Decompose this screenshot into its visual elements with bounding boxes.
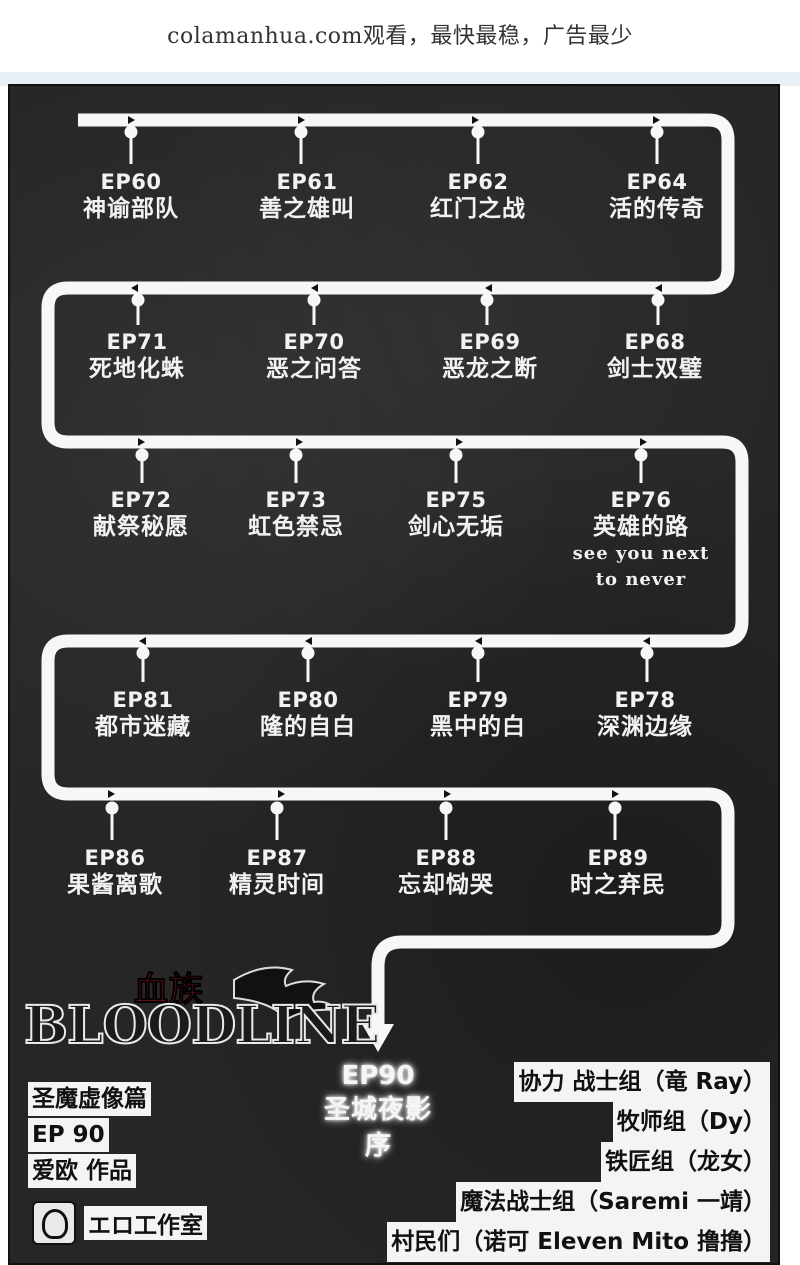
- episode-ep78: EP78 深渊边缘: [597, 688, 693, 741]
- episode-ep81: EP81 都市迷藏: [95, 688, 191, 741]
- site-banner: colamanhua.com观看，最快最稳，广告最少: [0, 0, 800, 72]
- episode-number: EP79: [447, 688, 509, 712]
- episode-number: EP87: [246, 846, 308, 870]
- episode-title: 忘却恸哭: [398, 871, 494, 898]
- end-arrow: [362, 1024, 394, 1052]
- logo-english-text: BLOODLINE: [23, 995, 381, 1057]
- pins: [105, 125, 665, 840]
- episode-number: EP68: [624, 330, 686, 354]
- episode-number: EP81: [112, 688, 174, 712]
- bloodline-logo: 血族 BLOODLINE: [23, 962, 381, 1066]
- episode-title: 虹色禁忌: [248, 513, 344, 540]
- episode-number: EP75: [425, 488, 487, 512]
- episode-ep64: EP64 活的传奇: [609, 170, 705, 223]
- episode-number: EP62: [447, 170, 509, 194]
- episode-number: EP86: [84, 846, 146, 870]
- episode-title: 恶龙之断: [442, 355, 538, 382]
- episode-number: EP70: [283, 330, 345, 354]
- episode-number: EP89: [587, 846, 649, 870]
- credit-line: 牧师组（Dy）: [612, 1102, 770, 1142]
- episode-number: EP73: [265, 488, 327, 512]
- episode-ep61: EP61 善之雄叫: [259, 170, 355, 223]
- episode-title: 献祭秘愿: [93, 513, 189, 540]
- episode-ep79: EP79 黑中的白: [430, 688, 526, 741]
- episode-title: 圣城夜影: [323, 1095, 433, 1125]
- episode-ep69: EP69 恶龙之断: [442, 330, 538, 383]
- episode-label: EP 90: [28, 1118, 109, 1152]
- episode-subtitle-line1: see you next: [572, 543, 710, 564]
- episode-ep60: EP60 神谕部队: [83, 170, 179, 223]
- credit-line: 村民们（诺可 Eleven Mito 撸撸）: [387, 1222, 770, 1262]
- episode-title: 深渊边缘: [597, 713, 693, 740]
- bat-wing-icon: [233, 966, 334, 1022]
- episode-ep75: EP75 剑心无垢: [408, 488, 504, 541]
- episode-title: 时之弃民: [570, 871, 666, 898]
- episode-number: EP78: [614, 688, 676, 712]
- episode-number: EP60: [100, 170, 162, 194]
- episode-ep72: EP72 献祭秘愿: [93, 488, 189, 541]
- episode-title: 善之雄叫: [259, 195, 355, 222]
- episode-title: 果酱离歌: [67, 871, 163, 898]
- episode-ep71: EP71 死地化蛛: [89, 330, 185, 383]
- episode-title: 剑士双璧: [607, 355, 703, 382]
- arc-name: 圣魔虚像篇: [28, 1082, 151, 1116]
- episode-number: EP90: [341, 1061, 415, 1091]
- episode-title: 死地化蛛: [89, 355, 185, 382]
- credit-line: 铁匠组（龙女）: [601, 1142, 770, 1182]
- episode-ep88: EP88 忘却恸哭: [398, 846, 494, 899]
- episode-number: EP72: [110, 488, 172, 512]
- episode-title: 隆的自白: [260, 713, 356, 740]
- episode-number: EP76: [610, 488, 672, 512]
- studio-name: エロ工作室: [84, 1206, 207, 1240]
- episode-subtitle: 序: [364, 1131, 392, 1161]
- episode-title: 剑心无垢: [408, 513, 504, 540]
- episode-title: 神谕部队: [83, 195, 179, 222]
- episode-subtitle-line2: to never: [595, 569, 687, 590]
- episode-number: EP69: [459, 330, 521, 354]
- direction-arrows: [108, 116, 662, 798]
- episode-ep68: EP68 剑士双璧: [607, 330, 703, 383]
- scan-edge: [0, 72, 800, 86]
- author-credit: 爱欧 作品: [28, 1154, 137, 1188]
- credit-line: 协力 战士组（竜 Ray）: [514, 1062, 770, 1102]
- episode-title: 黑中的白: [430, 713, 526, 740]
- credits-list: 协力 战士组（竜 Ray） 牧师组（Dy） 铁匠组（龙女） 魔法战士组（Sare…: [387, 1062, 770, 1262]
- logo-chinese-text: 血族: [134, 970, 204, 1011]
- episode-number: EP88: [415, 846, 477, 870]
- episode-ep86: EP86 果酱离歌: [67, 846, 163, 899]
- episode-title: 精灵时间: [229, 871, 325, 898]
- episode-number: EP64: [626, 170, 688, 194]
- episode-ep90: EP90 圣城夜影 序: [324, 1060, 432, 1164]
- episode-number: EP61: [276, 170, 338, 194]
- episode-ep70: EP70 恶之问答: [266, 330, 362, 383]
- credit-line: 魔法战士组（Saremi 一靖）: [456, 1182, 770, 1222]
- episode-title: 恶之问答: [266, 355, 362, 382]
- episode-title: 都市迷藏: [95, 713, 191, 740]
- episode-ep73: EP73 虹色禁忌: [248, 488, 344, 541]
- episode-title: 英雄的路: [593, 513, 689, 540]
- episode-ep80: EP80 隆的自白: [260, 688, 356, 741]
- episode-number: EP80: [277, 688, 339, 712]
- episode-ep76: EP76 英雄的路 see you next to never: [573, 488, 710, 593]
- episode-number: EP71: [106, 330, 168, 354]
- episode-ep87: EP87 精灵时间: [229, 846, 325, 899]
- episode-title: 活的传奇: [609, 195, 705, 222]
- episode-ep62: EP62 红门之战: [430, 170, 526, 223]
- studio-credit: エロ工作室: [32, 1201, 207, 1245]
- episode-title: 红门之战: [430, 195, 526, 222]
- snake-path: [41, 113, 749, 1030]
- site-banner-text: colamanhua.com观看，最快最稳，广告最少: [167, 24, 633, 49]
- studio-logo-icon: [32, 1201, 76, 1245]
- episode-ep89: EP89 时之弃民: [570, 846, 666, 899]
- chapter-info: 圣魔虚像篇 EP 90 爱欧 作品: [28, 1082, 151, 1190]
